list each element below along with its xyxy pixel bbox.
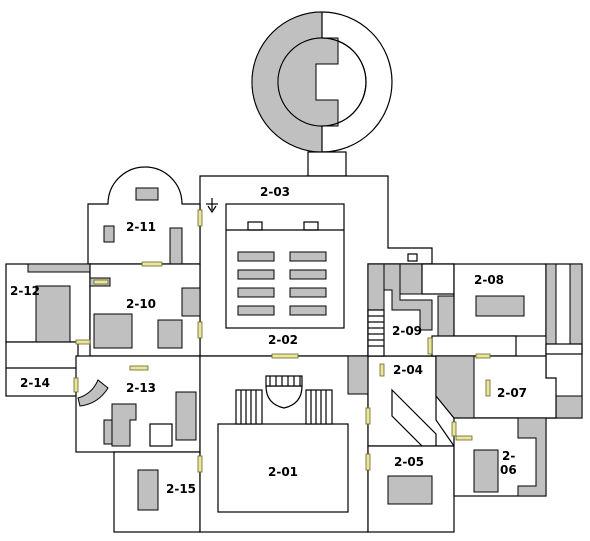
door-marker[interactable] bbox=[451, 421, 457, 437]
pews bbox=[237, 251, 327, 316]
corridor-east[interactable] bbox=[431, 335, 517, 357]
room-2-12[interactable]: 2-12 bbox=[5, 263, 91, 343]
door-marker[interactable] bbox=[427, 337, 433, 355]
room-2-11[interactable]: 2-11 bbox=[87, 166, 201, 265]
room-2-07[interactable]: 2-07 bbox=[435, 355, 557, 419]
room-label-2-02: 2-02 bbox=[268, 333, 298, 347]
room-2-04[interactable]: 2-04 bbox=[367, 355, 456, 447]
door-marker[interactable] bbox=[475, 353, 491, 359]
room-label-2-04: 2-04 bbox=[393, 363, 423, 377]
tower[interactable] bbox=[251, 11, 393, 177]
room-label-2-08: 2-08 bbox=[474, 273, 504, 287]
room-label-2-05: 2-05 bbox=[394, 455, 424, 469]
room-label-2-10: 2-10 bbox=[126, 297, 156, 311]
room-label-2-14: 2-14 bbox=[20, 376, 50, 390]
room-label-2-06-b: 06 bbox=[500, 463, 517, 477]
door-marker[interactable] bbox=[197, 455, 203, 473]
door-marker[interactable] bbox=[485, 379, 491, 397]
room-2-06[interactable]: 2- 06 bbox=[453, 417, 547, 497]
door-marker[interactable] bbox=[129, 365, 149, 371]
room-label-2-11: 2-11 bbox=[126, 220, 156, 234]
door-marker[interactable] bbox=[365, 453, 371, 471]
room-2-10[interactable]: 2-10 bbox=[89, 263, 201, 357]
room-label-2-06: 2- bbox=[502, 449, 515, 463]
door-marker[interactable] bbox=[75, 339, 91, 345]
room-label-2-01: 2-01 bbox=[268, 465, 298, 479]
arrow-down-icon bbox=[206, 198, 218, 214]
room-label-2-15: 2-15 bbox=[166, 482, 196, 496]
room-2-05[interactable]: 2-05 bbox=[367, 445, 455, 533]
door-marker[interactable] bbox=[197, 321, 203, 339]
room-label-2-03: 2-03 bbox=[260, 185, 290, 199]
room-label-2-12: 2-12 bbox=[10, 284, 40, 298]
room-label-2-07: 2-07 bbox=[497, 386, 527, 400]
room-2-08[interactable]: 2-08 bbox=[453, 263, 547, 337]
room-2-09[interactable]: 2-09 bbox=[367, 263, 455, 357]
door-marker[interactable] bbox=[197, 209, 203, 227]
room-2-14[interactable]: 2-14 bbox=[5, 341, 79, 397]
room-2-15[interactable]: 2-15 bbox=[113, 451, 201, 533]
door-marker[interactable] bbox=[73, 377, 79, 393]
room-label-2-13: 2-13 bbox=[126, 381, 156, 395]
door-marker[interactable] bbox=[93, 279, 109, 285]
door-marker[interactable] bbox=[365, 407, 371, 425]
room-2-01[interactable]: 2-01 bbox=[199, 355, 369, 533]
door-marker[interactable] bbox=[455, 435, 473, 441]
doors bbox=[73, 209, 491, 473]
door-marker[interactable] bbox=[141, 261, 163, 267]
door-marker[interactable] bbox=[379, 363, 385, 377]
door-marker[interactable] bbox=[271, 353, 299, 359]
room-label-2-09: 2-09 bbox=[392, 324, 422, 338]
room-2-13[interactable]: 2-13 bbox=[75, 355, 215, 453]
